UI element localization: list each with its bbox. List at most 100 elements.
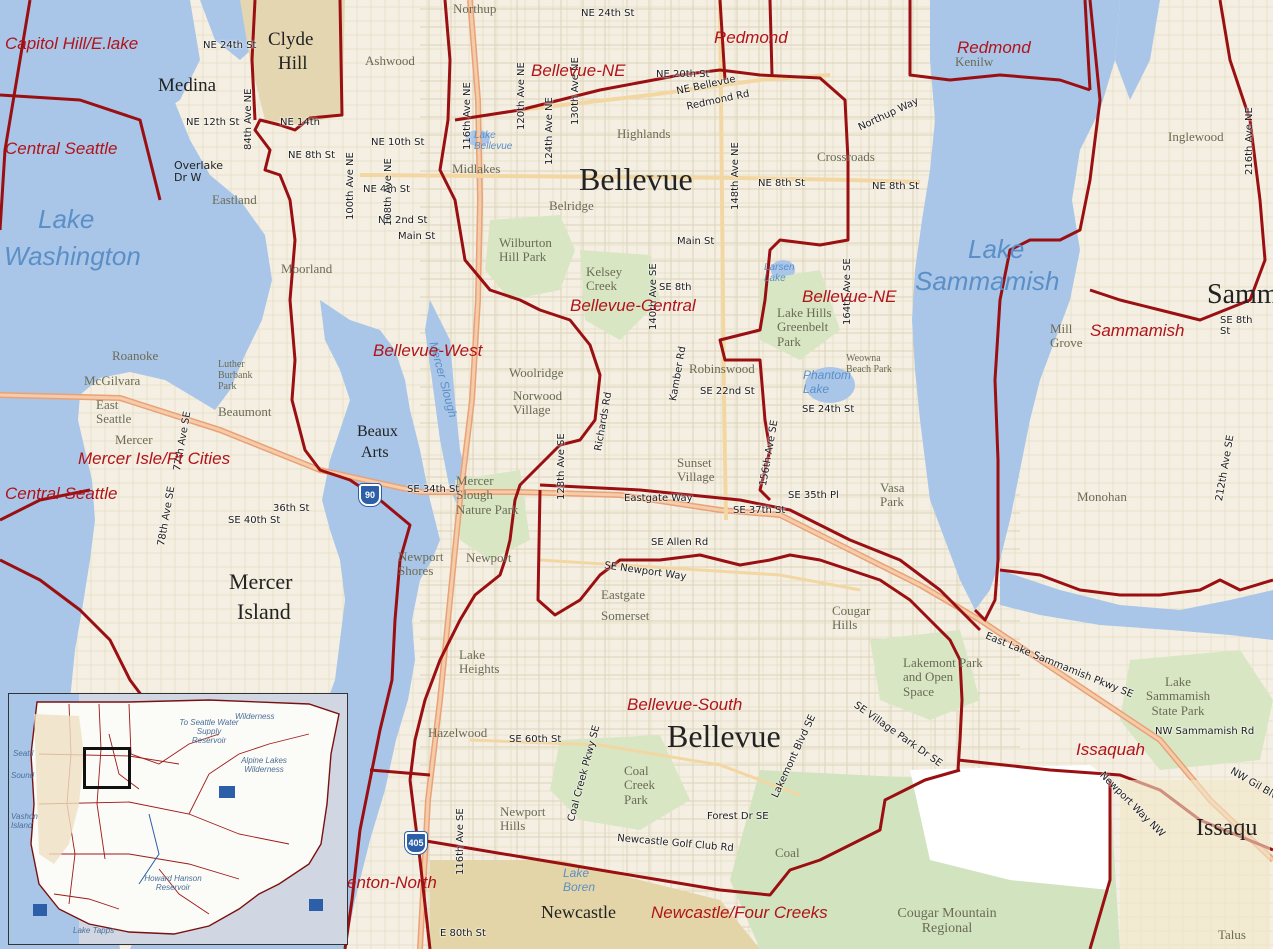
place-newport-hills: Newport Hills	[500, 804, 546, 834]
inset-label-alpine-lakes: Alpine Lakes Wilderness	[241, 756, 287, 774]
phantom-lake	[805, 367, 855, 403]
inset-label-wilderness: Wilderness	[235, 712, 275, 721]
place-newport-shores: Newport Shores	[398, 549, 444, 579]
mercer-island-label-1: Mercer	[229, 569, 293, 594]
place-crossroads: Crossroads	[817, 149, 875, 164]
inset-map-shape	[9, 694, 347, 944]
boundary-i90	[539, 483, 982, 632]
inset-label-sound: Sound	[11, 771, 35, 780]
issaquah-city-label: Issaqu	[1196, 815, 1258, 841]
street-ave-120: 120th Ave NE	[516, 62, 527, 130]
place-mcgilvara: McGilvara	[84, 373, 141, 388]
boundary-medina	[250, 0, 257, 121]
place-lake-sammamish-sp: Lake Sammamish State Park	[1145, 674, 1211, 718]
region-label-redmond-2[interactable]: Redmond	[957, 38, 1031, 57]
street-ave-128: 128th Ave SE	[556, 433, 567, 500]
street-se40: SE 40th St	[228, 515, 281, 526]
place-talus: Talus	[1218, 927, 1246, 942]
place-inglewood: Inglewood	[1168, 129, 1224, 144]
street-ave-108: 108th Ave NE	[383, 158, 394, 226]
region-label-bellevue-west[interactable]: Bellevue-West	[373, 341, 483, 360]
park-coal-creek	[550, 735, 690, 830]
region-label-bellevue-central[interactable]: Bellevue-Central	[570, 296, 696, 315]
region-label-mercer-isle[interactable]: Mercer Isle/Pt Cities	[78, 449, 231, 468]
i90-shield: 90	[359, 484, 381, 506]
place-vasa: Vasa Park	[880, 480, 905, 510]
region-label-sammamish[interactable]: Sammamish	[1090, 321, 1185, 340]
region-label-newcastle[interactable]: Newcastle/Four Creeks	[651, 903, 828, 922]
boundary-newcastle	[419, 768, 961, 897]
street-e80: E 80th St	[440, 928, 486, 939]
lake-bellevue-label: Lake Bellevue	[474, 130, 513, 152]
beaux-arts-label-2: Arts	[361, 444, 389, 461]
boundary-south	[536, 489, 964, 771]
street-ave-216: 216th Ave NE	[1244, 107, 1255, 175]
boundary-sammamish-w	[1089, 0, 1267, 322]
region-label-bellevue-ne-1[interactable]: Bellevue-NE	[531, 61, 626, 80]
region-label-bellevue-ne-2[interactable]: Bellevue-NE	[802, 287, 897, 306]
boundary-4	[0, 558, 162, 721]
region-label-redmond-1[interactable]: Redmond	[714, 28, 788, 47]
bellevue-city-label-2: Bellevue	[667, 718, 781, 754]
park-clyde-hill	[240, 0, 345, 125]
street-ne4: NE 4th St	[363, 184, 411, 195]
street-ne8-w: NE 8th St	[288, 150, 336, 161]
newcastle-city-label: Newcastle	[541, 902, 616, 922]
medina-label: Medina	[158, 75, 217, 96]
region-label-renton-north[interactable]: enton-North	[347, 873, 437, 892]
mercer-slough	[425, 300, 470, 510]
place-newport: Newport	[466, 550, 512, 565]
region-label-bellevue-south[interactable]: Bellevue-South	[627, 695, 743, 714]
place-kenilworth: Kenilw	[955, 54, 994, 69]
inset-view-frame[interactable]	[83, 747, 131, 789]
region-label-central-seattle-2[interactable]: Central Seattle	[5, 484, 118, 503]
boundary-ne-2	[768, 0, 774, 76]
street-ne8-e: NE 8th St	[872, 181, 920, 192]
boundary-1	[0, 93, 162, 201]
boundary-renton	[369, 768, 431, 777]
sammamish-city-label: Samm	[1207, 279, 1273, 310]
boundary-3	[0, 488, 91, 522]
place-hazelwood: Hazelwood	[428, 725, 488, 740]
inset-overview-map[interactable]: Seattl Vashon Island Howard Hanson Reser…	[8, 693, 348, 945]
place-ashwood: Ashwood	[365, 53, 415, 68]
lake-sammamish	[912, 0, 1120, 610]
boundary-redmond	[908, 0, 1091, 92]
street-ne10: NE 10th St	[371, 137, 425, 148]
place-luther-burbank: Luther Burbank Park	[218, 359, 253, 392]
place-overlake: Overlake Dr W	[174, 159, 224, 185]
lake-sammamish-label-1: Lake	[968, 234, 1025, 264]
place-beaumont: Beaumont	[218, 404, 272, 419]
street-ave-116s: 116th Ave SE	[455, 808, 466, 875]
boundary-ne-1	[718, 0, 727, 81]
street-ne20: NE 20th St	[656, 69, 710, 80]
place-northup: Northup	[453, 1, 497, 16]
boundary-bellevue-central	[454, 68, 850, 502]
inset-label-seattle-water: To Seattle Water Supply Reservoir	[179, 718, 239, 745]
i405-shield: 405	[405, 832, 427, 854]
place-eastland: Eastland	[212, 192, 257, 207]
street-main-w: Main St	[398, 231, 436, 242]
region-label-central-seattle-1[interactable]: Central Seattle	[5, 139, 118, 158]
place-midlakes: Midlakes	[452, 161, 501, 176]
white-area	[910, 765, 1110, 890]
region-label-issaquah[interactable]: Issaquah	[1076, 740, 1145, 759]
place-kelsey: Kelsey Creek	[586, 264, 623, 294]
region-label-capitol-hill[interactable]: Capitol Hill/E.lake	[5, 34, 139, 53]
street-forest-dr: Forest Dr SE	[707, 811, 769, 822]
place-belridge: Belridge	[549, 198, 594, 213]
street-se22: SE 22nd St	[700, 386, 755, 397]
place-robinswood: Robinswood	[689, 361, 755, 376]
street-ne24-1: NE 24th St	[203, 40, 257, 51]
beaux-arts-label-1: Beaux	[357, 423, 398, 440]
street-ave-100: 100th Ave NE	[345, 152, 356, 220]
mercer-island-label-2: Island	[237, 599, 291, 624]
street-se8-e: SE 8th St	[1220, 315, 1253, 337]
place-mill-grove: Mill Grove	[1050, 321, 1083, 351]
inset-label-vashon: Vashon Island	[11, 812, 38, 830]
street-main-e: Main St	[677, 236, 715, 247]
place-highlands: Highlands	[617, 126, 671, 141]
lake-washington-east	[130, 300, 440, 949]
